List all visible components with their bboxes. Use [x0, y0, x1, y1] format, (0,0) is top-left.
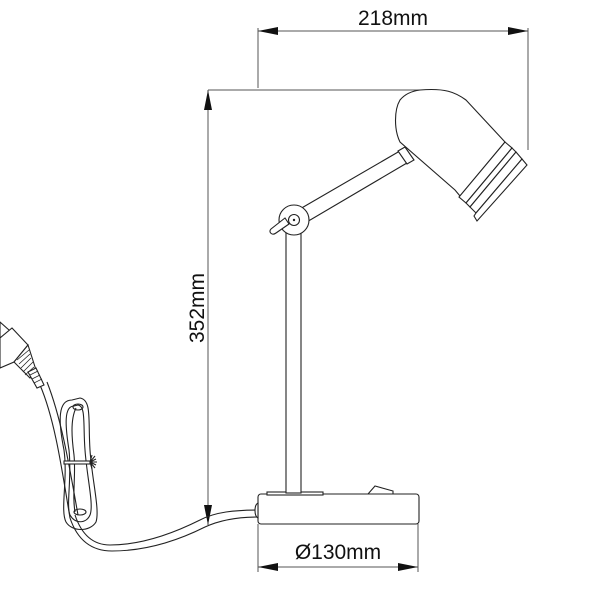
base-diameter-dimension: Ø130mm [257, 524, 419, 572]
round-base [254, 491, 420, 525]
height-label: 352mm [186, 273, 209, 343]
head-rings [458, 141, 528, 222]
elbow-joint [278, 204, 310, 236]
width-label: 218mm [358, 7, 428, 30]
power-cable [39, 381, 259, 552]
cable-coil [59, 397, 98, 531]
rocker-switch [366, 485, 394, 495]
power-plug [0, 321, 45, 389]
cable-tie [63, 454, 97, 470]
height-dimension: 352mm [186, 89, 430, 525]
vertical-stem [285, 231, 302, 494]
joint-knob [269, 217, 290, 235]
width-dimension: 218mm [257, 7, 529, 150]
diameter-label: Ø130mm [295, 541, 381, 564]
upper-arm [292, 146, 415, 227]
lamp-head [394, 88, 506, 197]
